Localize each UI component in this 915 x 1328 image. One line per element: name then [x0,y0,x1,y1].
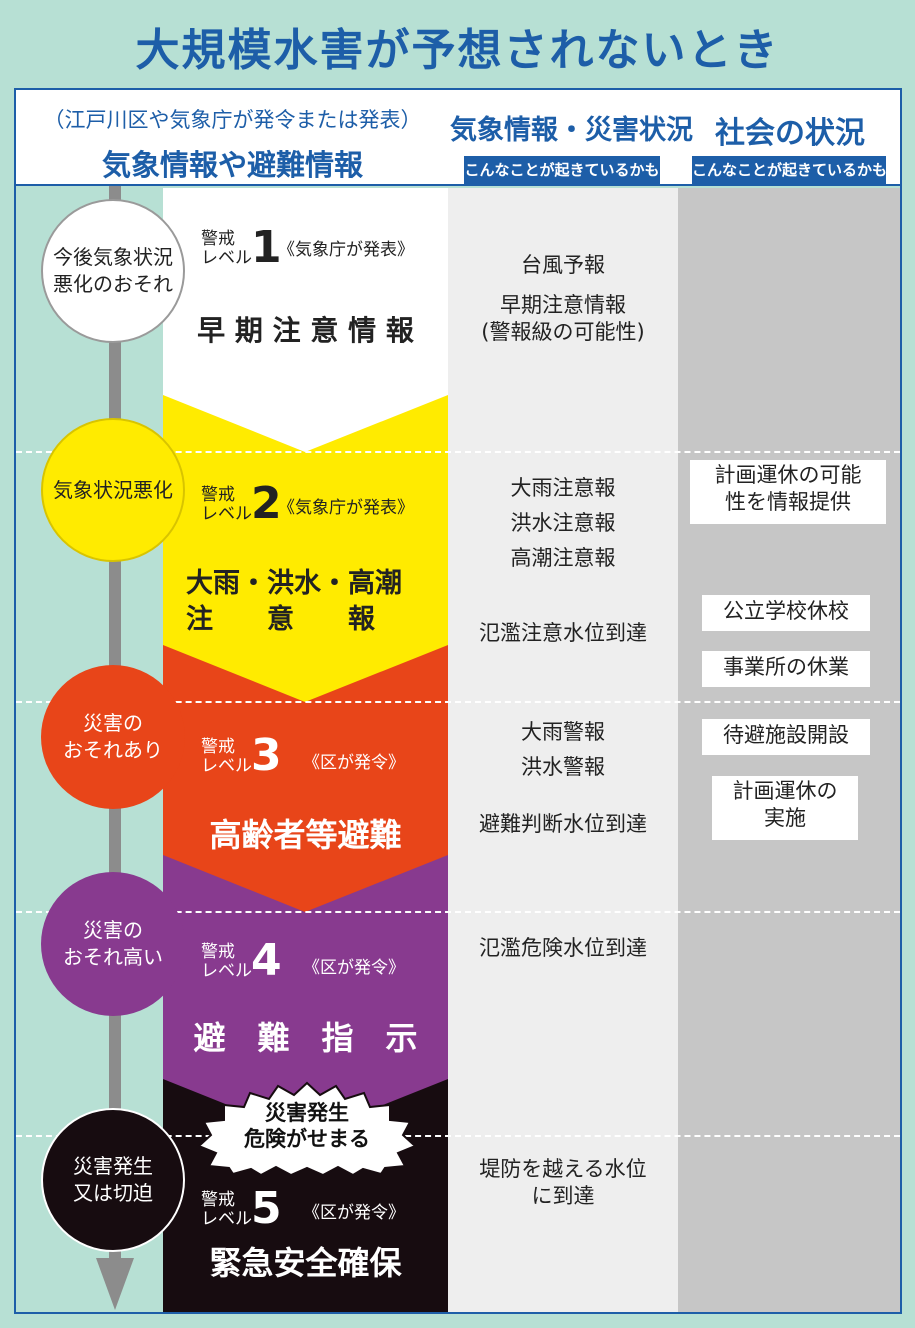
level3-prefix: 警戒 レベル [201,737,252,776]
col2-title: 気象情報・災害状況 [450,115,693,146]
society-item: 事業所の休業 [702,651,870,687]
weather-item: 大雨警報 [521,720,605,744]
weather-item: 高潮注意報 [510,546,616,570]
weather-item: 氾濫危険水位到達 [479,936,647,960]
burst-badge [197,1081,417,1176]
level4-number: 4 [251,935,282,986]
stage-circle-2: 気象状況悪化 [41,418,185,562]
weather-item: 避難判断水位到達 [479,812,647,836]
row-separator [16,451,900,453]
weather-column [448,188,678,1313]
level2-issuer: 《気象庁が発表》 [278,498,414,518]
level5-number: 5 [251,1183,282,1234]
level4-prefix: 警戒 レベル [201,942,252,981]
weather-item: 堤防を越える水位 に到達 [479,1157,647,1209]
weather-item: 大雨注意報 [510,476,616,500]
col1-subtitle: （江戸川区や気象庁が発令または発表） [43,108,422,132]
level3-title: 高齢者等避難 [209,816,402,854]
burst-text: 災害発生 危険がせまる [244,1101,370,1152]
level4-band [163,855,448,1136]
society-item: 計画運休の 実施 [712,776,858,840]
society-item: 待避施設開設 [702,719,870,755]
frame-left [14,186,16,1314]
timeline-arrowhead [96,1258,134,1310]
level3-issuer: 《区が発令》 [303,753,405,773]
row-separator [16,911,900,913]
level2-prefix: 警戒 レベル [201,485,252,524]
level1-issuer: 《気象庁が発表》 [278,240,414,260]
level5-prefix: 警戒 レベル [201,1190,252,1229]
level4-title: 避 難 指 示 [193,1019,418,1057]
weather-item: 早期注意情報 (警報級の可能性) [481,293,645,345]
col3-title: 社会の状況 [715,116,865,151]
col3-tag: こんなことが起きているかも [692,156,887,184]
weather-item: 氾濫注意水位到達 [479,621,647,645]
stage-circle-1: 今後気象状況 悪化のおそれ [41,199,185,343]
weather-item: 洪水警報 [521,755,605,779]
page-title: 大規模水害が予想されないとき [135,25,780,76]
level2-number: 2 [251,478,282,529]
weather-item: 洪水注意報 [510,511,616,535]
frame-right [900,186,902,1314]
level2-title-line2: 注 意 報 [186,604,375,635]
society-item: 計画運休の可能 性を情報提供 [690,460,886,524]
col1-title: 気象情報や避難情報 [101,148,363,182]
level3-band [163,645,448,912]
level5-issuer: 《区が発令》 [303,1203,405,1223]
level1-band [163,188,448,452]
society-item: 公立学校休校 [702,595,870,631]
stage-circle-5: 災害発生 又は切迫 [41,1108,185,1252]
level4-issuer: 《区が発令》 [303,958,405,978]
level1-prefix: 警戒 レベル [201,229,252,268]
row-separator [16,701,900,703]
level1-number: 1 [251,222,282,273]
weather-item: 台風予報 [521,253,605,277]
stage-circle-3: 災害の おそれあり [41,665,185,809]
level2-title-line1: 大雨・洪水・高潮 [186,568,402,599]
frame-bottom [14,1312,902,1314]
level1-title: 早 期 注 意 情 報 [197,314,414,347]
stage-circle-4: 災害の おそれ高い [41,872,185,1016]
level5-title: 緊急安全確保 [209,1244,402,1282]
col2-tag: こんなことが起きているかも [464,156,660,184]
level3-number: 3 [251,730,282,781]
level2-band [163,395,448,702]
row-separator [16,1135,900,1137]
